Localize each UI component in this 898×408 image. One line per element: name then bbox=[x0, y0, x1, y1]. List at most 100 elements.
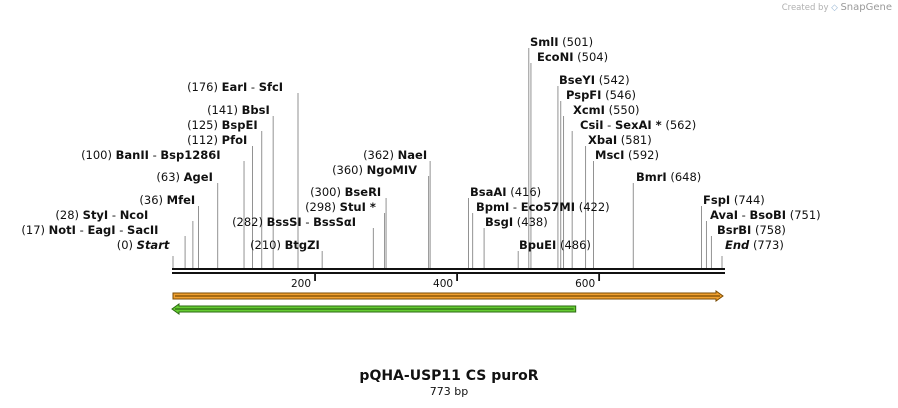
enzyme-name: NcoI bbox=[120, 208, 149, 222]
site-position: (141) bbox=[207, 103, 238, 117]
enzyme-name: StuI * bbox=[340, 200, 376, 214]
enzyme-name: AgeI bbox=[184, 170, 213, 184]
enzyme-name: BsrBI bbox=[717, 223, 751, 237]
site-position: (360) bbox=[332, 163, 363, 177]
plasmid-length: 773 bp bbox=[429, 385, 469, 398]
enzyme-name: BseRI bbox=[345, 185, 382, 199]
feature-arrows bbox=[171, 290, 724, 315]
enzyme-name: BpmI bbox=[476, 200, 509, 214]
enzyme-name: BsaAI bbox=[470, 185, 507, 199]
site-label-xcmi[interactable]: XcmI (550) bbox=[573, 103, 640, 117]
site-label-bpmi[interactable]: BpmI - Eco57MI (422) bbox=[476, 200, 610, 214]
site-label-bsssi[interactable]: (282) BssSI - BssSαI bbox=[232, 215, 356, 229]
site-position: (550) bbox=[609, 103, 640, 117]
enzyme-name: PfoI bbox=[222, 133, 248, 147]
site-position: (210) bbox=[250, 238, 281, 252]
enzyme-name: EagI bbox=[87, 223, 115, 237]
site-position: (28) bbox=[55, 208, 79, 222]
site-label-start[interactable]: (0) Start bbox=[117, 238, 170, 252]
enzyme-name: BpuEI bbox=[519, 238, 556, 252]
site-position: (438) bbox=[517, 215, 548, 229]
site-label-end[interactable]: End (773) bbox=[725, 238, 784, 252]
site-label-xbai[interactable]: XbaI (581) bbox=[588, 133, 652, 147]
enzyme-name: BsoBI bbox=[750, 208, 787, 222]
enzyme-name: SexAI * bbox=[615, 118, 662, 132]
site-label-bsrbi[interactable]: BsrBI (758) bbox=[717, 223, 786, 237]
site-position: (542) bbox=[599, 73, 630, 87]
site-label-btgzi[interactable]: (210) BtgZI bbox=[250, 238, 320, 252]
site-label-csii[interactable]: CsiI - SexAI * (562) bbox=[580, 118, 696, 132]
site-position: (648) bbox=[670, 170, 701, 184]
site-label-pspfi[interactable]: PspFI (546) bbox=[566, 88, 636, 102]
site-label-fspi[interactable]: FspI (744) bbox=[703, 193, 765, 207]
plasmid-name: pQHA-USP11 CS puroR bbox=[359, 368, 539, 384]
site-label-mfei[interactable]: (36) MfeI bbox=[139, 193, 195, 207]
site-label-bsgi[interactable]: BsgI (438) bbox=[485, 215, 548, 229]
site-labels: (0) Start(17) NotI - EagI - SacII(28) St… bbox=[21, 35, 820, 252]
site-position: (17) bbox=[21, 223, 45, 237]
site-position: (362) bbox=[363, 148, 394, 162]
site-position: (63) bbox=[156, 170, 180, 184]
enzyme-name: SmlI bbox=[530, 35, 559, 49]
site-label-bpuei[interactable]: BpuEI (486) bbox=[519, 238, 591, 252]
site-position: (422) bbox=[579, 200, 610, 214]
site-name-separator: - bbox=[738, 208, 749, 222]
site-label-bbsi[interactable]: (141) BbsI bbox=[207, 103, 270, 117]
site-label-naei[interactable]: (362) NaeI bbox=[363, 148, 427, 162]
site-label-econi[interactable]: EcoNI (504) bbox=[537, 50, 608, 64]
enzyme-name: BbsI bbox=[242, 103, 270, 117]
site-name-separator: - bbox=[116, 223, 127, 237]
site-label-ngomiv[interactable]: (360) NgoMIV bbox=[332, 163, 417, 177]
enzyme-name: AvaI bbox=[710, 208, 738, 222]
enzyme-name: SfcI bbox=[259, 80, 283, 94]
enzyme-name: Eco57MI bbox=[521, 200, 575, 214]
enzyme-name: BmrI bbox=[636, 170, 667, 184]
site-label-smli[interactable]: SmlI (501) bbox=[530, 35, 593, 49]
enzyme-name: NotI bbox=[49, 223, 76, 237]
enzyme-name: SacII bbox=[127, 223, 158, 237]
site-position: (416) bbox=[510, 185, 541, 199]
enzyme-name: CsiI bbox=[580, 118, 604, 132]
site-label-avai[interactable]: AvaI - BsoBI (751) bbox=[710, 208, 821, 222]
site-position: (744) bbox=[734, 193, 765, 207]
site-label-stui-[interactable]: (298) StuI * bbox=[305, 200, 376, 214]
site-name-separator: - bbox=[76, 223, 87, 237]
site-position: (758) bbox=[755, 223, 786, 237]
site-position: (501) bbox=[562, 35, 593, 49]
site-position: (125) bbox=[187, 118, 218, 132]
site-label-agei[interactable]: (63) AgeI bbox=[156, 170, 212, 184]
site-label-bspei[interactable]: (125) BspEI bbox=[187, 118, 258, 132]
ruler-tick-label: 600 bbox=[575, 278, 595, 290]
enzyme-name: Start bbox=[137, 238, 170, 252]
site-position: (112) bbox=[187, 133, 218, 147]
site-label-styi[interactable]: (28) StyI - NcoI bbox=[55, 208, 148, 222]
site-name-separator: - bbox=[149, 148, 160, 162]
credit-brand: SnapGene bbox=[840, 2, 892, 13]
site-label-msci[interactable]: MscI (592) bbox=[595, 148, 659, 162]
credit-prefix: Created by bbox=[781, 3, 829, 13]
site-label-banii[interactable]: (100) BanII - Bsp1286I bbox=[81, 148, 220, 162]
enzyme-name: BspEI bbox=[222, 118, 258, 132]
site-label-bseyi[interactable]: BseYI (542) bbox=[559, 73, 630, 87]
ruler-tick-label: 200 bbox=[291, 278, 311, 290]
site-name-separator: - bbox=[302, 215, 313, 229]
enzyme-name: EcoNI bbox=[537, 50, 573, 64]
site-label-pfoi[interactable]: (112) PfoI bbox=[187, 133, 247, 147]
site-position: (176) bbox=[187, 80, 218, 94]
enzyme-name: MscI bbox=[595, 148, 624, 162]
site-label-bseri[interactable]: (300) BseRI bbox=[310, 185, 381, 199]
enzyme-name: BsgI bbox=[485, 215, 513, 229]
site-position: (282) bbox=[232, 215, 263, 229]
snapgene-logo-icon: ◇ bbox=[831, 3, 838, 13]
site-leader-lines bbox=[172, 48, 723, 268]
site-label-eari[interactable]: (176) EarI - SfcI bbox=[187, 80, 283, 94]
sequence-ruler bbox=[172, 268, 725, 274]
site-label-bmri[interactable]: BmrI (648) bbox=[636, 170, 701, 184]
site-label-bsaai[interactable]: BsaAI (416) bbox=[470, 185, 541, 199]
site-position: (100) bbox=[81, 148, 112, 162]
enzyme-name: XbaI bbox=[588, 133, 617, 147]
enzyme-name: NgoMIV bbox=[367, 163, 417, 177]
enzyme-name: FspI bbox=[703, 193, 730, 207]
site-label-noti[interactable]: (17) NotI - EagI - SacII bbox=[21, 223, 158, 237]
